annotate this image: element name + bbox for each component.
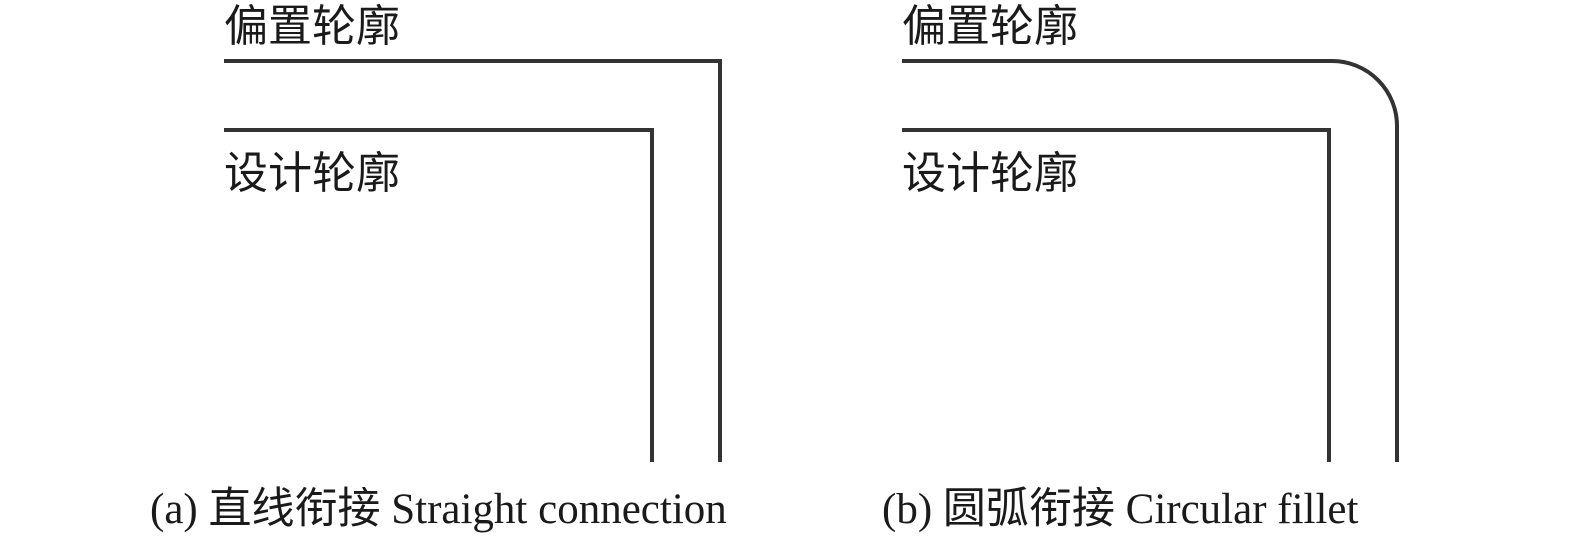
panel-a-offset-contour (224, 59, 722, 462)
panel-a-offset-label: 偏置轮廓 (224, 1, 400, 52)
panel-b-design-contour (902, 128, 1331, 462)
panel-b-offset-label: 偏置轮廓 (902, 1, 1078, 52)
panel-b-design-label: 设计轮廓 (902, 148, 1078, 199)
panel-b-caption: (b) 圆弧衔接 Circular fillet (882, 486, 1359, 533)
panel-a-design-contour (224, 128, 654, 462)
panel-a-caption: (a) 直线衔接 Straight connection (150, 486, 727, 533)
panel-b-offset-contour (902, 59, 1399, 462)
panel-a-design-label: 设计轮廓 (224, 148, 400, 199)
